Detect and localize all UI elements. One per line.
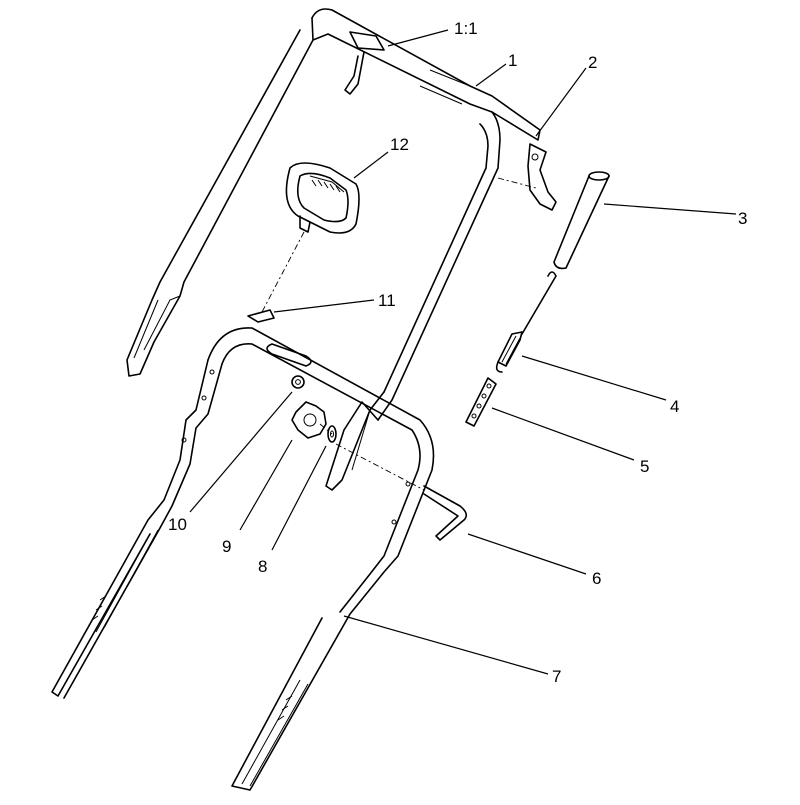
part-7-lower-handle <box>51 327 435 791</box>
callout-12: 12 <box>390 135 409 154</box>
part-12-knob <box>285 162 360 234</box>
part-5-link-plate <box>465 377 497 427</box>
callout-7: 7 <box>552 667 561 686</box>
part-8-washer <box>327 425 337 443</box>
part-10-washer <box>291 375 305 389</box>
callout-5: 5 <box>640 457 649 476</box>
callout-11: 11 <box>378 291 396 310</box>
part-4-spring <box>495 271 557 373</box>
callout-8: 8 <box>258 557 267 576</box>
callout-3: 3 <box>738 209 747 228</box>
part-9-star-knob <box>291 401 327 439</box>
callout-1-1: 1:1 <box>454 19 478 38</box>
callout-labels: 1:1 1 2 3 4 5 6 7 8 9 10 11 12 <box>168 19 747 686</box>
callout-6: 6 <box>592 569 601 588</box>
part-11-clip <box>247 309 275 323</box>
callout-9: 9 <box>222 537 231 556</box>
callout-2: 2 <box>588 53 597 72</box>
callout-1: 1 <box>508 51 517 70</box>
part-3-grip-sleeve <box>553 171 610 270</box>
callout-4: 4 <box>670 397 679 416</box>
part-6-pin <box>423 485 468 541</box>
callout-10: 10 <box>168 515 187 534</box>
part-1-upper-handle <box>126 8 557 491</box>
leader-lines <box>189 29 737 675</box>
